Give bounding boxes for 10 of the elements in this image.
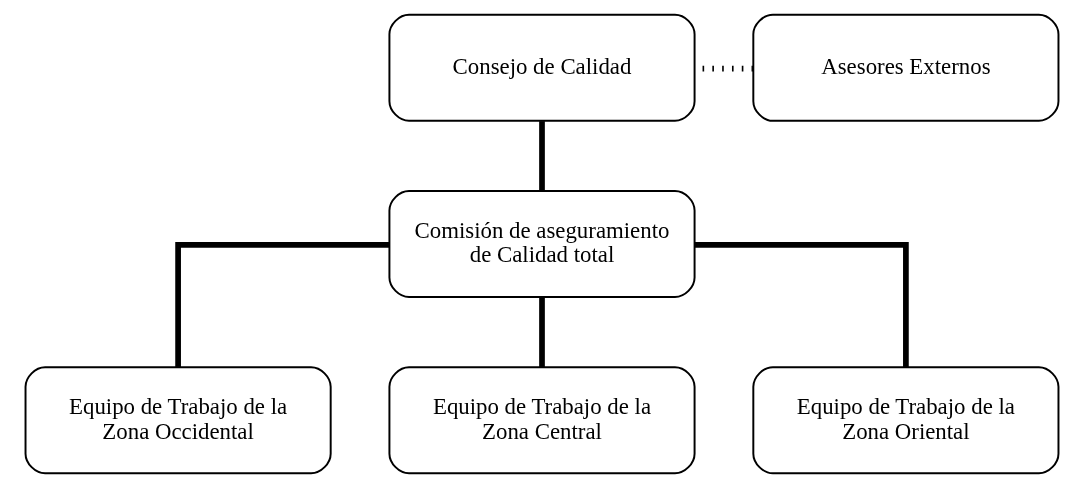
node-box: Comisión de aseguramiento de Calidad total [387,190,696,298]
node-box: Asesores Externos [751,13,1059,122]
node-box: Equipo de Trabajo de la Zona Central [387,366,696,475]
connector [538,121,545,191]
connector [174,241,389,368]
node-box: Consejo de Calidad [387,13,696,122]
connector [694,241,909,368]
connector [538,297,545,368]
node-box: Equipo de Trabajo de la Zona Oriental [751,366,1059,475]
node-box: Equipo de Trabajo de la Zona Occidental [24,366,332,475]
